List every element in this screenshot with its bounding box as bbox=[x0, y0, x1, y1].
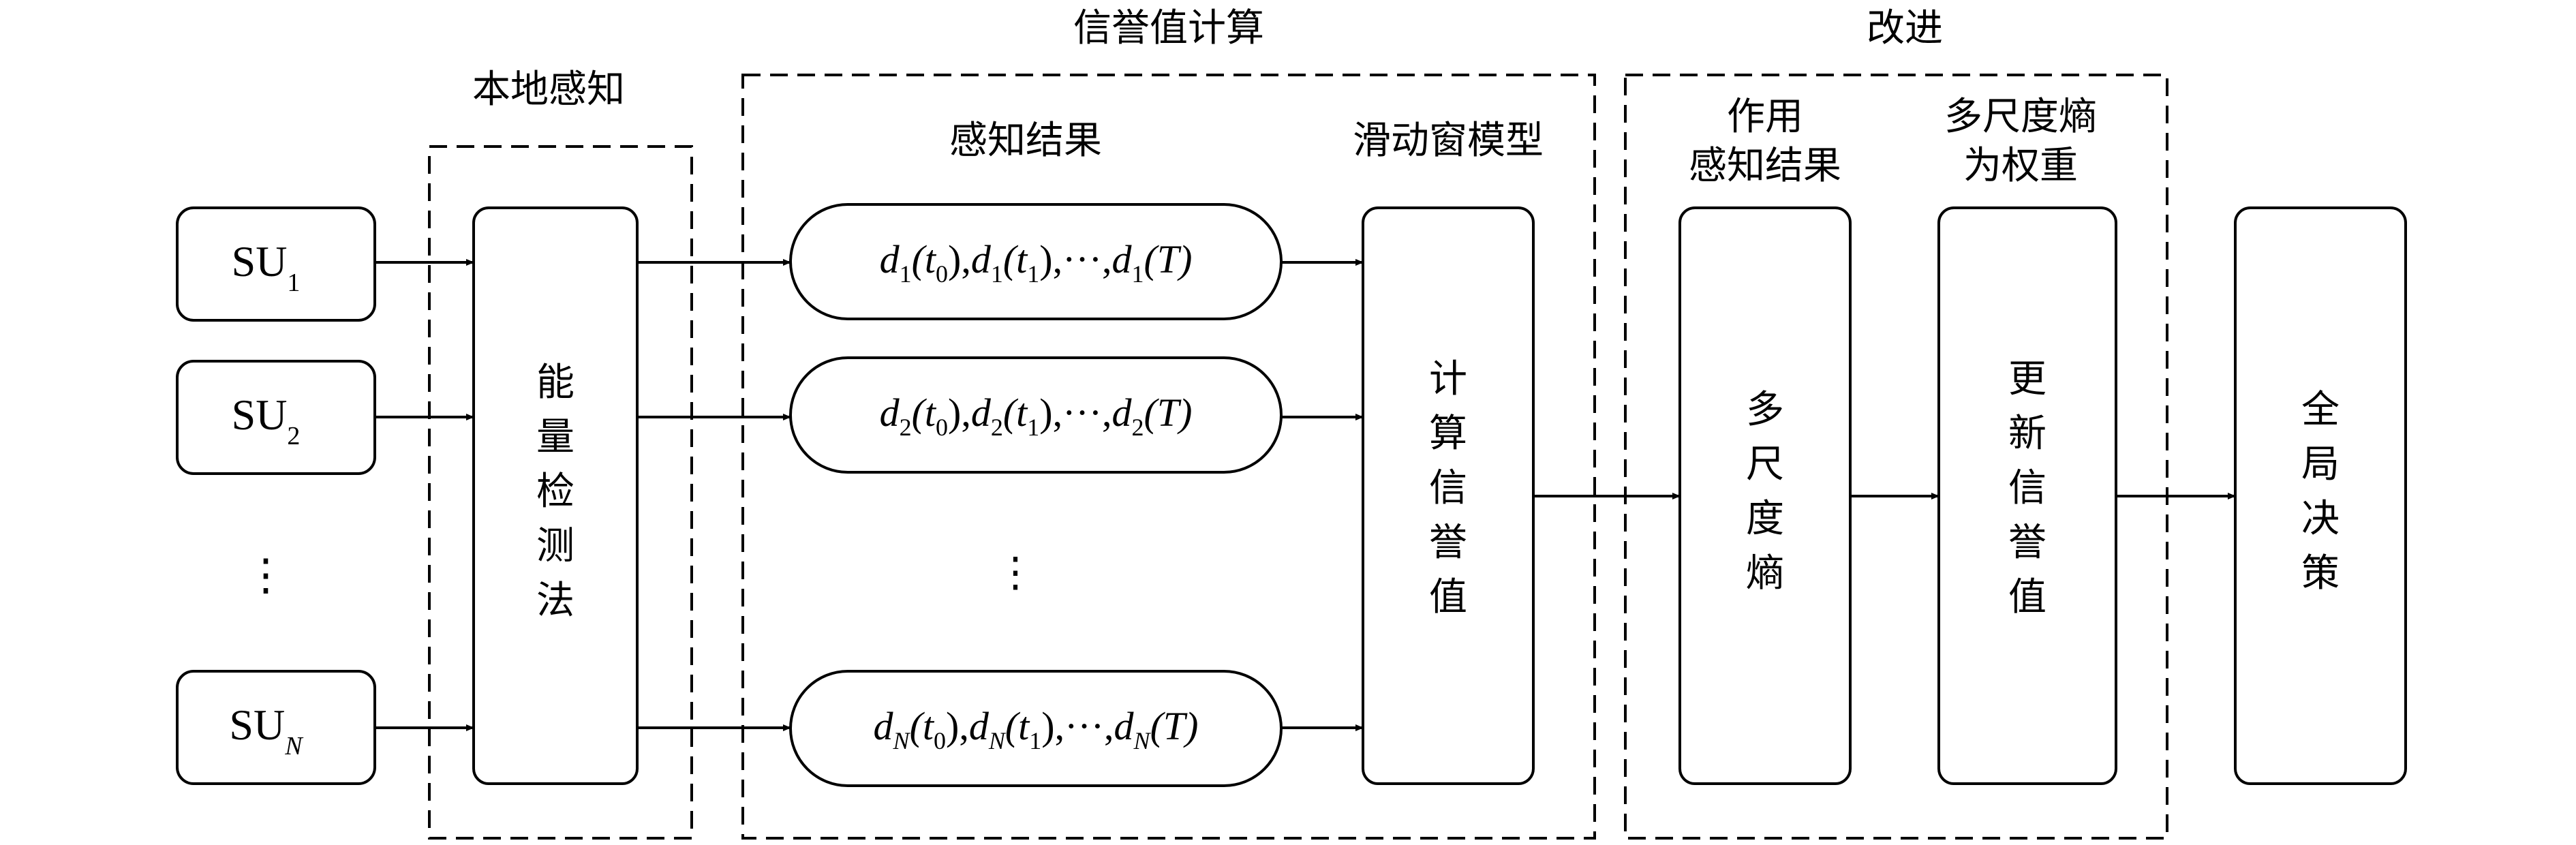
result-ellipsis: ⋮ bbox=[995, 549, 1036, 596]
su-n-node: SUN bbox=[176, 670, 376, 785]
compute-reputation-char: 誉 bbox=[1429, 521, 1467, 565]
su-n-sub: N bbox=[284, 732, 304, 760]
energy-detection-char: 量 bbox=[536, 415, 574, 459]
header-weight-line2: 为权重 bbox=[1963, 144, 2078, 188]
energy-detection-char: 能 bbox=[536, 360, 574, 405]
su-2-node: SU2 bbox=[176, 360, 376, 475]
update-reputation-char: 誉 bbox=[2008, 521, 2046, 565]
result-row-1: d1(t0),d1(t1),···,d1(T) bbox=[789, 203, 1283, 320]
reputation-calc-group bbox=[741, 74, 1596, 840]
update-reputation-char: 新 bbox=[2008, 412, 2046, 456]
su-n-base: SU bbox=[229, 701, 285, 749]
multiscale-entropy-char: 度 bbox=[1746, 497, 1784, 541]
compute-reputation-char: 值 bbox=[1429, 575, 1467, 619]
header-weight-line1: 多尺度熵 bbox=[1944, 95, 2097, 139]
group-title-local-sensing: 本地感知 bbox=[472, 67, 625, 112]
group-title-reputation-calc: 信誉值计算 bbox=[1073, 6, 1264, 50]
global-decision-char: 决 bbox=[2301, 497, 2340, 541]
energy-detection-char: 检 bbox=[536, 470, 574, 514]
compute-reputation-char: 信 bbox=[1429, 466, 1467, 510]
global-decision-char: 策 bbox=[2301, 551, 2340, 596]
update-reputation-char: 信 bbox=[2008, 466, 2046, 510]
su-1-base: SU bbox=[232, 237, 288, 286]
compute-reputation-block: 计 算 信 誉 值 bbox=[1362, 206, 1535, 785]
svg-text:dN(t0),dN(t1),···,dN(T): dN(t0),dN(t1),···,dN(T) bbox=[874, 704, 1199, 754]
update-reputation-char: 值 bbox=[2008, 575, 2046, 619]
multiscale-entropy-char: 多 bbox=[1746, 388, 1784, 432]
compute-reputation-char: 算 bbox=[1429, 412, 1467, 456]
result-row-n: dN(t0),dN(t1),···,dN(T) bbox=[789, 670, 1283, 787]
svg-text:d2(t0),d2(t1),···,d2(T): d2(t0),d2(t1),···,d2(T) bbox=[880, 390, 1193, 441]
energy-detection-block: 能 量 检 测 法 bbox=[472, 206, 639, 785]
header-action-line2: 感知结果 bbox=[1689, 144, 1841, 188]
group-title-improvement: 改进 bbox=[1867, 6, 1943, 50]
local-sensing-group bbox=[428, 145, 693, 840]
energy-detection-char: 法 bbox=[536, 579, 574, 623]
svg-text:SUN: SUN bbox=[229, 701, 304, 760]
global-decision-char: 全 bbox=[2301, 388, 2340, 432]
compute-reputation-char: 计 bbox=[1429, 357, 1467, 401]
header-sliding-window: 滑动窗模型 bbox=[1353, 119, 1544, 163]
multiscale-entropy-char: 尺 bbox=[1746, 442, 1784, 487]
global-decision-block: 全 局 决 策 bbox=[2234, 206, 2407, 785]
header-sensing-results: 感知结果 bbox=[949, 119, 1102, 163]
svg-text:SU2: SU2 bbox=[232, 390, 301, 450]
svg-text:SU1: SU1 bbox=[232, 237, 301, 297]
svg-text:d1(t0),d1(t1),···,d1(T): d1(t0),d1(t1),···,d1(T) bbox=[880, 237, 1193, 288]
global-decision-char: 局 bbox=[2301, 442, 2340, 487]
energy-detection-char: 测 bbox=[536, 524, 574, 568]
result-row-2: d2(t0),d2(t1),···,d2(T) bbox=[789, 356, 1283, 474]
header-action-line1: 作用 bbox=[1727, 95, 1803, 139]
update-reputation-char: 更 bbox=[2008, 357, 2046, 401]
su-2-sub: 2 bbox=[287, 422, 300, 450]
multiscale-entropy-block: 多 尺 度 熵 bbox=[1678, 206, 1852, 785]
su-1-node: SU1 bbox=[176, 206, 376, 322]
multiscale-entropy-char: 熵 bbox=[1746, 551, 1784, 596]
update-reputation-block: 更 新 信 誉 值 bbox=[1937, 206, 2117, 785]
su-2-base: SU bbox=[232, 390, 288, 439]
su-1-sub: 1 bbox=[287, 268, 300, 297]
su-ellipsis: ⋮ bbox=[244, 550, 288, 600]
